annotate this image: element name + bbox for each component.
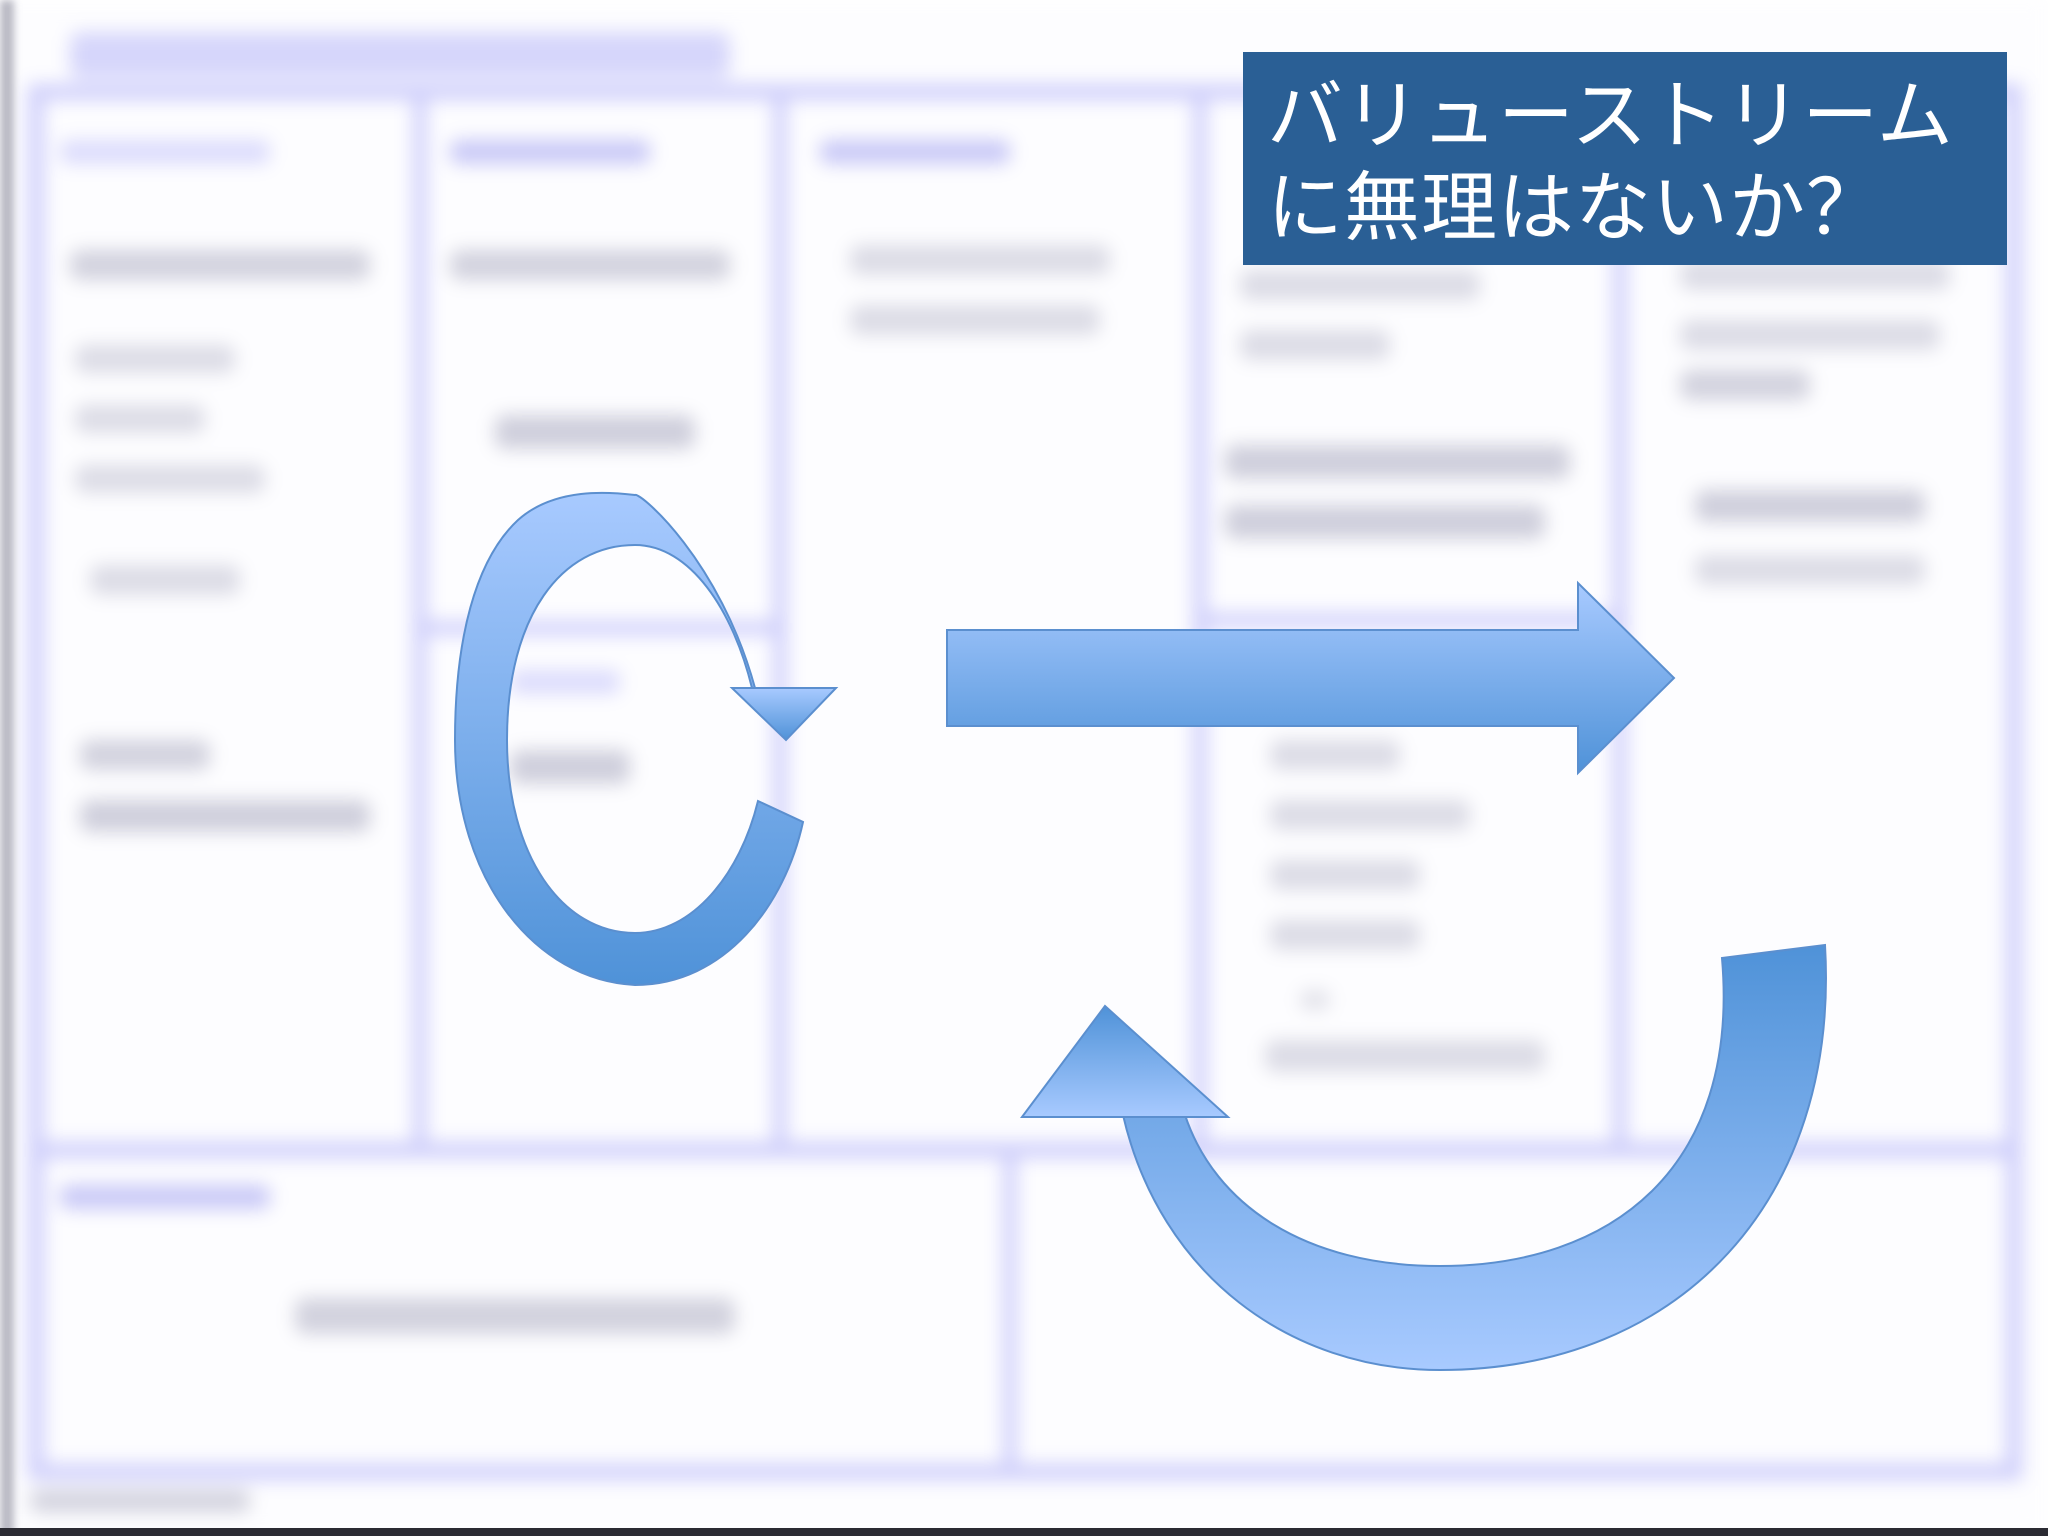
question-callout: バリューストリーム に無理はないか？ (1243, 52, 2007, 265)
callout-line-2: に無理はないか？ (1267, 163, 1883, 252)
clockwise-loop-arrow-icon (453, 491, 839, 987)
callout-line-1: バリューストリーム (1267, 71, 1954, 160)
window-edge-bottom (0, 1528, 2048, 1536)
window-edge-left (0, 0, 14, 1536)
curved-return-arrow-icon (1020, 943, 1827, 1372)
right-arrow-icon (946, 580, 1676, 776)
